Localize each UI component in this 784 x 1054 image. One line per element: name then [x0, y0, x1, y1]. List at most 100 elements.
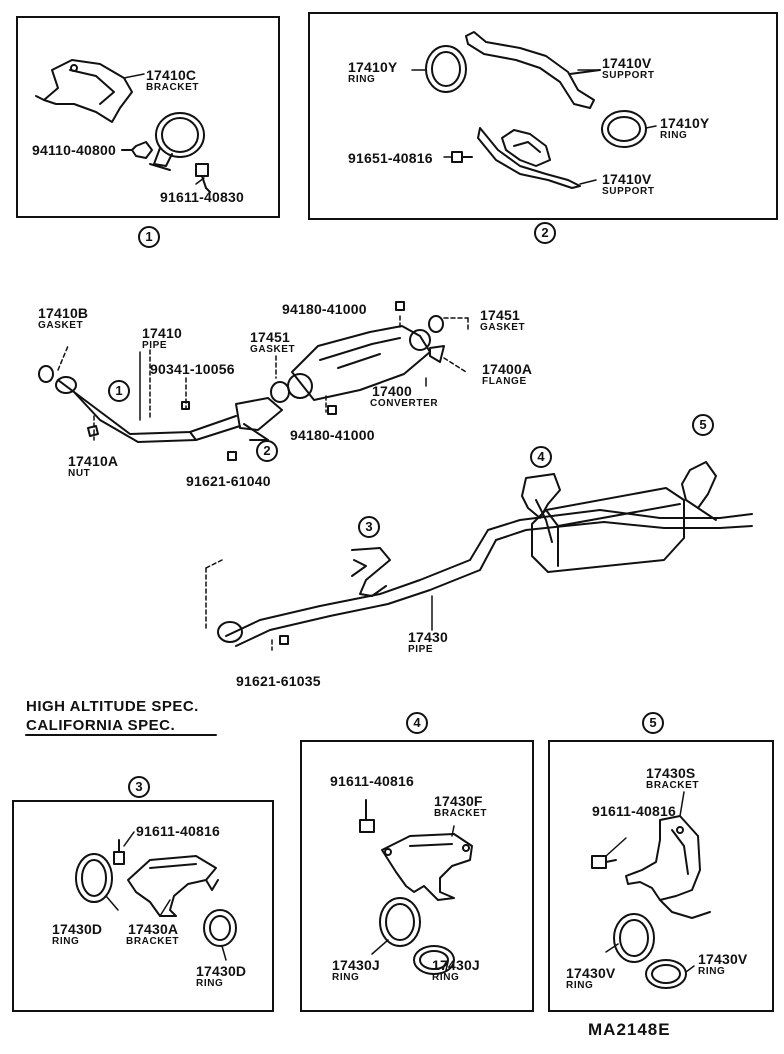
bolt-91621-61035-part: 91621-61035 — [236, 673, 321, 689]
box3-ring-a-name: RING — [52, 936, 80, 947]
muffler-illustration — [531, 487, 685, 573]
box5-ring-a-illustration — [613, 913, 655, 963]
flange-name: FLANGE — [482, 376, 527, 387]
pipe-17410-part: 17410 — [142, 325, 182, 341]
box3-bracket-illustration — [127, 855, 219, 917]
box4-bolt-illustration — [359, 799, 375, 833]
gasket-17451b-name: GASKET — [480, 322, 526, 333]
nut-17410a-part: 17410A — [68, 453, 119, 469]
hanger-5-illustration — [681, 461, 717, 521]
box-callout-2: 2 — [534, 222, 556, 244]
box3-ring-a-illustration — [75, 853, 113, 903]
box-callout-1: 1 — [138, 226, 160, 248]
box5-ring-a-name: RING — [566, 980, 594, 991]
main-dashed-leaders — [57, 315, 469, 651]
main-callout-1: 1 — [108, 380, 130, 402]
converter-part: 17400 — [372, 383, 412, 399]
hanger-4-illustration — [521, 473, 561, 543]
box2-ring-b-part: 17410Y — [660, 115, 710, 131]
box3-bracket-part: 17430A — [128, 921, 179, 937]
box2-ring-b-name: RING — [660, 130, 688, 141]
box2-ring-b-illustration — [601, 110, 647, 148]
box1-nut-part: 94110-40800 — [32, 142, 116, 158]
box2-ring-a-name: RING — [348, 74, 376, 85]
box5-bracket-part: 17430S — [646, 765, 696, 781]
box4-ring-a-part: 17430J — [332, 957, 380, 973]
box3-bolt-illustration — [113, 839, 125, 865]
box3-bracket-name: BRACKET — [126, 936, 180, 947]
box2-support-a-part: 17410V — [602, 55, 652, 71]
pipe-17430-part: 17430 — [408, 629, 448, 645]
box5-ring-b-illustration — [645, 959, 687, 989]
box3-ring-a-part: 17430D — [52, 921, 103, 937]
box2-support-b-part: 17410V — [602, 171, 652, 187]
box1-nut-illustration — [121, 141, 153, 159]
box1-clamp-illustration — [149, 112, 205, 171]
nut-17410a-name: NUT — [68, 468, 91, 479]
box3-ring-b-part: 17430D — [196, 963, 247, 979]
bolt-94180-top-part: 94180-41000 — [282, 301, 367, 317]
gasket-17451-illustration — [270, 315, 444, 403]
main-callout-3: 3 — [358, 516, 380, 538]
gasket-17410b-name: GASKET — [38, 320, 84, 331]
front-pipe-illustration — [55, 376, 283, 443]
rear-pipe-illustration — [217, 509, 753, 647]
box4-bracket-name: BRACKET — [434, 808, 488, 819]
box1-bolt-part: 91611-40830 — [160, 189, 244, 205]
detail-box-3 — [12, 800, 274, 1012]
main-callout-4: 4 — [530, 446, 552, 468]
box4-ring-a-name: RING — [332, 972, 360, 983]
box4-bracket-part: 17430F — [434, 793, 483, 809]
gasket-17410b-part: 17410B — [38, 305, 89, 321]
gasket-17451a-name: GASKET — [250, 344, 296, 355]
box5-bolt-part: 91611-40816 — [592, 803, 676, 819]
box1-bolt-illustration — [195, 163, 211, 193]
drawing-code: MA2148E — [588, 1020, 671, 1039]
box1-bracket-part: 17410C — [146, 67, 197, 83]
box4-bolt-part: 91611-40816 — [330, 773, 414, 789]
spec-high-altitude: HIGH ALTITUDE SPEC. — [26, 698, 199, 715]
pipe-17410-name: PIPE — [142, 340, 168, 351]
box3-ring-b-name: RING — [196, 978, 224, 989]
bolt-90341-part: 90341-10056 — [150, 361, 235, 377]
detail-box-1 — [16, 16, 280, 218]
box4-ring-b-illustration — [413, 945, 455, 975]
box-callout-4: 4 — [406, 712, 428, 734]
box2-support-b-illustration — [477, 127, 581, 189]
box5-ring-b-part: 17430V — [698, 951, 748, 967]
box4-ring-b-name: RING — [432, 972, 460, 983]
box4-bracket-illustration — [381, 833, 473, 901]
box5-bracket-name: BRACKET — [646, 780, 700, 791]
bolt-91621-61040-part: 91621-61040 — [186, 473, 271, 489]
detail-box-2 — [308, 12, 778, 220]
box4-ring-a-illustration — [379, 897, 421, 947]
box-leader-lines — [105, 69, 695, 973]
main-small-bolts — [87, 301, 405, 645]
gasket-17451b-part: 17451 — [480, 307, 520, 323]
detail-box-5 — [548, 740, 774, 1012]
box2-bolt-part: 91651-40816 — [348, 150, 433, 166]
box5-ring-a-part: 17430V — [566, 965, 616, 981]
box2-ring-a-illustration — [425, 45, 467, 93]
box-callout-5: 5 — [642, 712, 664, 734]
box2-support-a-name: SUPPORT — [602, 70, 655, 81]
gasket-17410b-illustration — [38, 365, 54, 383]
converter-name: CONVERTER — [370, 398, 439, 409]
box5-bolt-illustration — [591, 855, 617, 869]
main-solid-leaders — [139, 351, 433, 631]
gasket-17451a-part: 17451 — [250, 329, 290, 345]
box1-bracket-illustration — [35, 59, 133, 123]
box5-bracket-illustration — [625, 815, 711, 919]
box-callout-3: 3 — [128, 776, 150, 798]
box4-ring-b-part: 17430J — [432, 957, 480, 973]
main-callout-5: 5 — [692, 414, 714, 436]
pipe-17430-name: PIPE — [408, 644, 434, 655]
detail-box-4 — [300, 740, 534, 1012]
box3-ring-b-illustration — [203, 909, 237, 947]
box2-ring-a-part: 17410Y — [348, 59, 398, 75]
hanger-3-illustration — [351, 547, 391, 597]
main-callout-2: 2 — [256, 440, 278, 462]
spec-california: CALIFORNIA SPEC. — [26, 717, 176, 734]
